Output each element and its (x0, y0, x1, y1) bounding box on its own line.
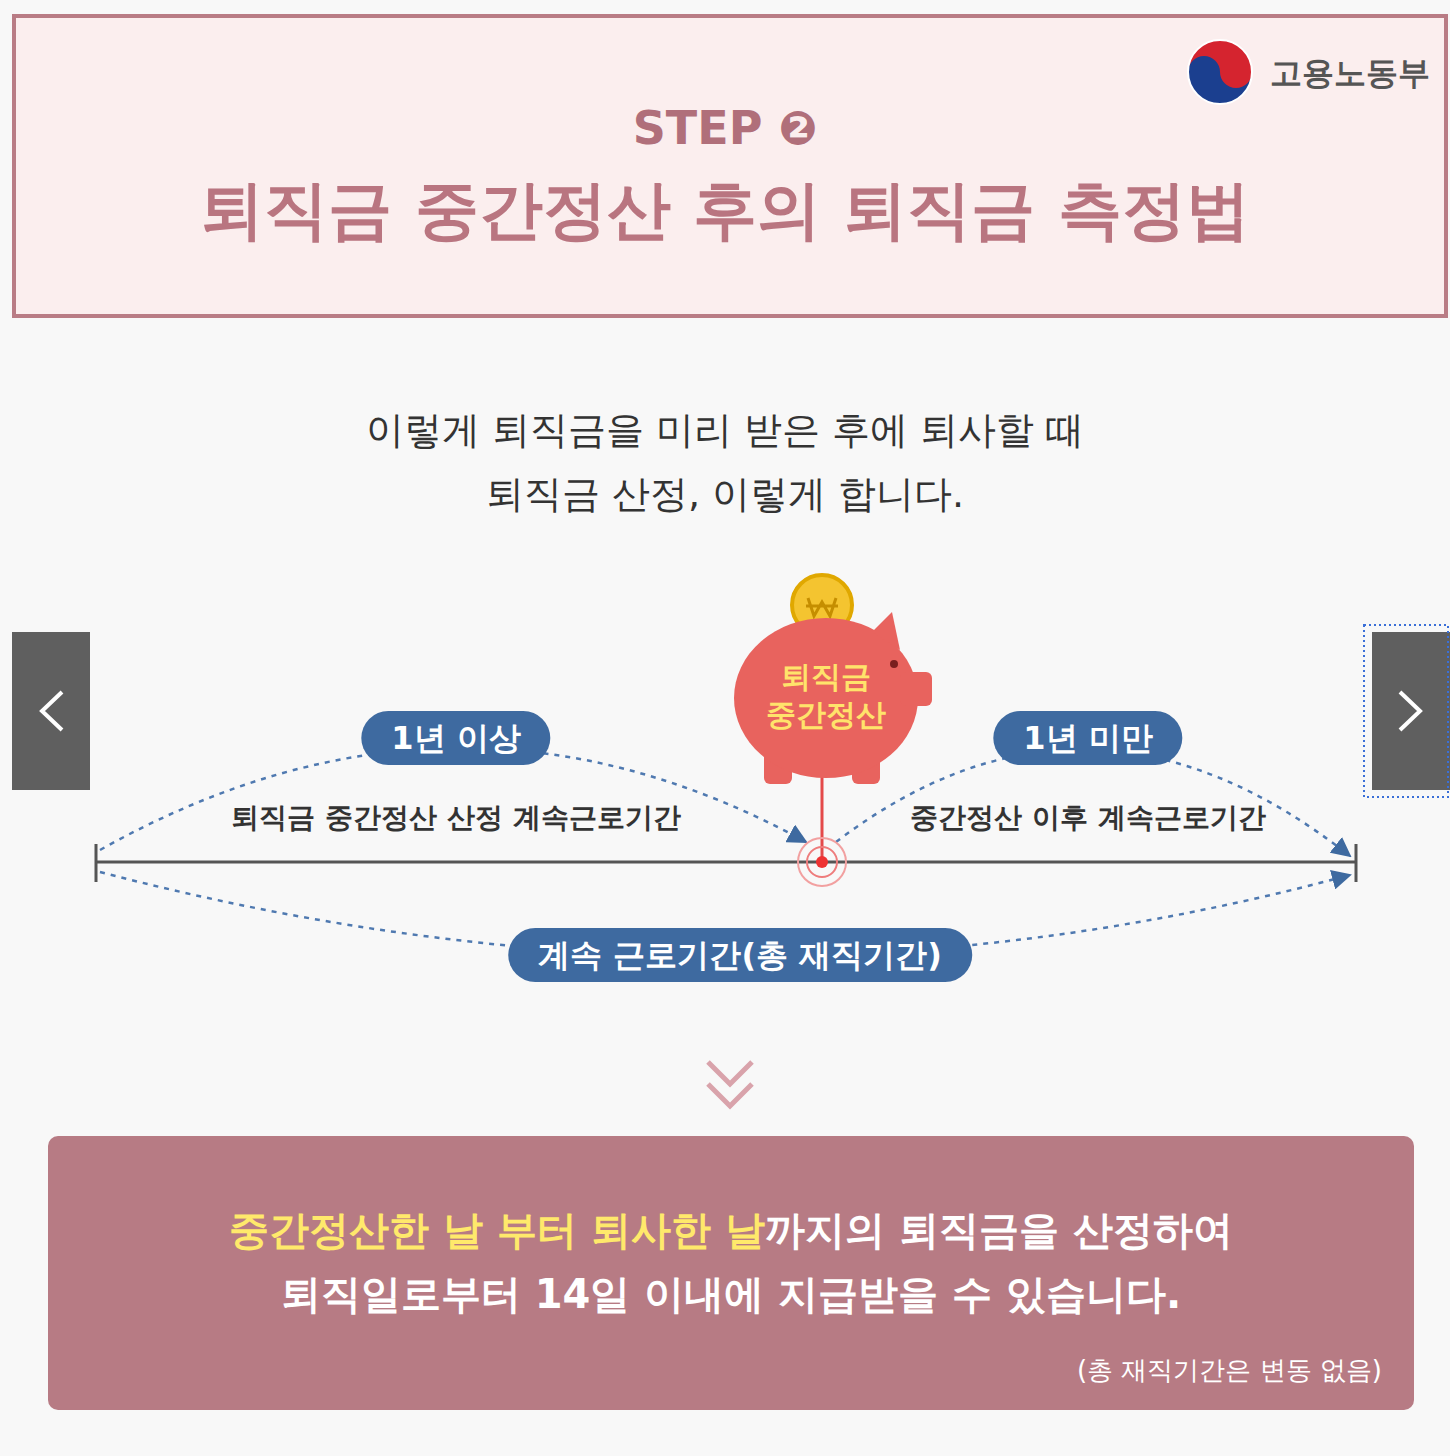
timeline (96, 844, 1356, 882)
period-label: 중간정산 이후 계속근로기간 (910, 799, 1266, 837)
highlight-text: 중간정산한 날 부터 퇴사한 날 (229, 1207, 765, 1253)
result-box: 중간정산한 날 부터 퇴사한 날까지의 퇴직금을 산정하여 퇴직일로부터 14일… (48, 1136, 1414, 1410)
node-text: 1년 이상 (391, 717, 520, 759)
header-panel (14, 16, 1446, 316)
carousel-prev (12, 632, 90, 790)
carousel-next (1364, 625, 1450, 797)
piggy-bank (734, 575, 932, 886)
result-text: 중간정산한 날 부터 퇴사한 날까지의 퇴직금을 산정하여 퇴직일로부터 14일… (226, 1198, 1236, 1326)
period-label: 퇴직금 중간정산 산정 계속근로기간 (231, 799, 680, 837)
note-text: (총 재직기간은 변동 없음) (1077, 1353, 1382, 1388)
period-arcs (100, 748, 1350, 957)
intro-text: 이렇게 퇴직금을 미리 받은 후에 퇴사할 때 퇴직금 산정, 이렇게 합니다. (310, 398, 1140, 526)
period-pill: 1년 미만 (993, 711, 1182, 765)
node-text: 1년 미만 (1023, 717, 1152, 759)
node-text: 계속 근로기간(총 재직기간) (538, 934, 942, 976)
ministry-name: 고용노동부 (1270, 52, 1430, 96)
step-label: STEP ❷ (633, 101, 818, 155)
period-pill: 계속 근로기간(총 재직기간) (508, 928, 972, 982)
period-pill: 1년 이상 (361, 711, 550, 765)
piggy-bank-label: 퇴직금 중간정산 (751, 658, 901, 734)
ministry-logo (1188, 40, 1252, 104)
node-text: 퇴직금 중간정산 (751, 658, 901, 734)
down-chevron (708, 1062, 752, 1106)
title: 퇴직금 중간정산 후의 퇴직금 측정법 (200, 167, 1249, 254)
